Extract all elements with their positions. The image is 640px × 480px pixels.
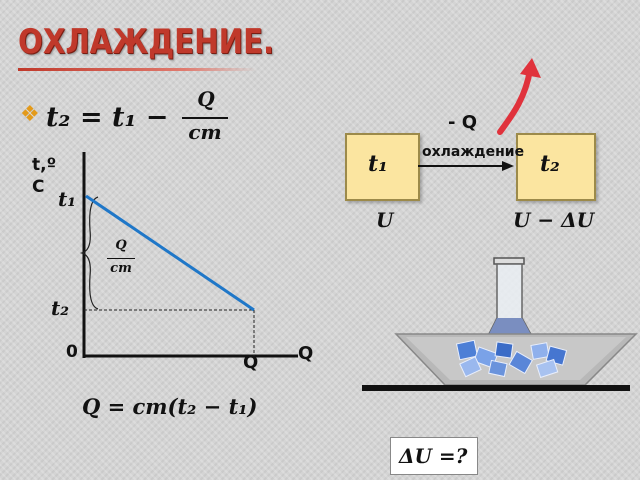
slide-title: ОХЛАЖДЕНИЕ.: [18, 22, 275, 62]
title-underline: [18, 68, 256, 71]
u-minus-du-label: U − ΔU: [513, 208, 595, 232]
formula-numerator: Q: [197, 87, 215, 111]
y-axis-label: t,º: [32, 155, 57, 175]
flask-rim: [493, 257, 525, 265]
question-box: [390, 437, 478, 475]
y-axis-unit: C: [32, 177, 45, 197]
state-box-t2: [516, 133, 596, 201]
curved-red-arrow: [497, 67, 533, 135]
ice-cubes: [455, 339, 568, 379]
brace-shape: [79, 196, 99, 310]
brace-numerator: Q: [115, 238, 127, 253]
u-label: U: [376, 208, 394, 232]
box1-label: t₁: [368, 151, 388, 177]
t1-tick-label: t₁: [58, 187, 76, 211]
question-text: ΔU =?: [399, 444, 468, 468]
formula-fraction-bar: [182, 117, 228, 119]
brace-denominator: cm: [110, 261, 132, 276]
cooling-arrow-head: [502, 161, 514, 171]
formula-lhs: t₂: [46, 102, 71, 133]
bullet-icon: ❖: [20, 102, 40, 127]
x-axis-label: Q: [298, 343, 314, 364]
brace-fraction-bar: [107, 258, 135, 259]
table-surface: [362, 385, 630, 391]
origin-label: 0: [66, 342, 78, 362]
curved-red-arrow-head: [520, 58, 541, 78]
box2-label: t₂: [540, 151, 560, 177]
formula-eq: = t₁ −: [80, 102, 169, 133]
minus-q-label: - Q: [448, 112, 478, 133]
state-box-t1: [345, 133, 420, 201]
cooling-arrow-label: охлаждение: [422, 144, 525, 160]
cooling-line: [85, 194, 255, 312]
t2-tick-label: t₂: [51, 296, 69, 320]
formula-denominator: cm: [188, 120, 222, 144]
heat-formula: Q = cm(t₂ − t₁): [82, 394, 258, 419]
